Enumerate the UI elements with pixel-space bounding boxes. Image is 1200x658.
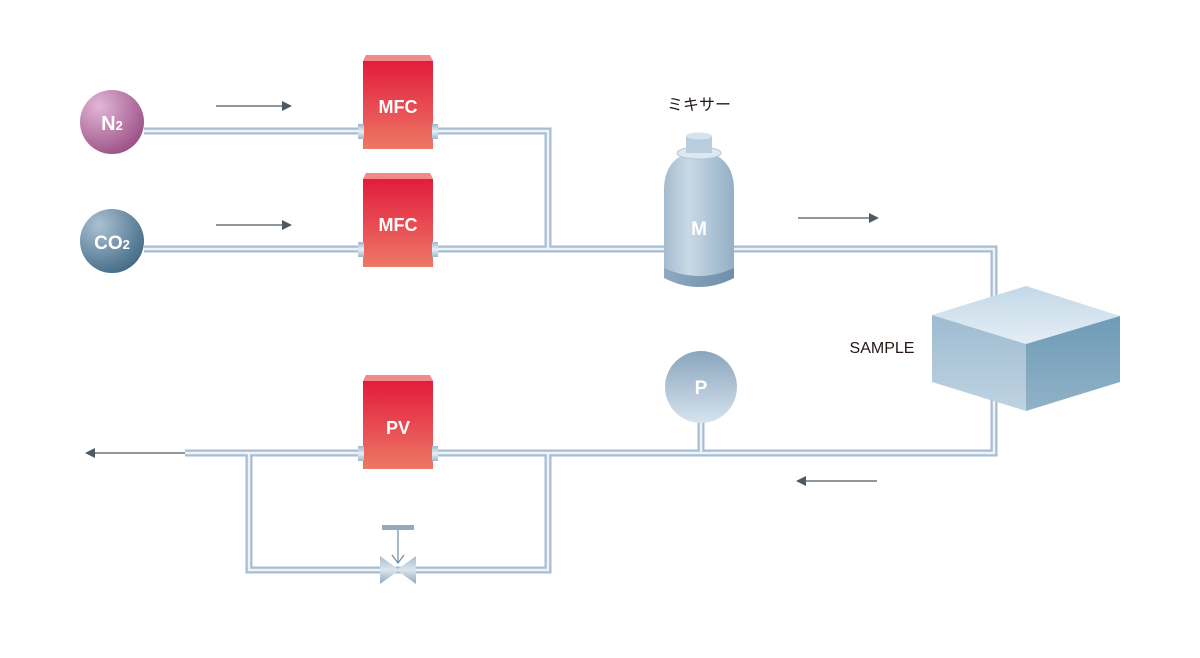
bypass-valve[interactable] — [380, 525, 416, 584]
mfc-1-label: MFC — [379, 97, 418, 117]
flange-icon — [432, 446, 438, 461]
mfc-1: MFC — [358, 55, 438, 149]
mfc-2: MFC — [358, 173, 438, 267]
n2-subscript: 2 — [116, 118, 123, 133]
flow-arrows — [85, 101, 879, 486]
mixer: ミキサー M — [664, 95, 734, 287]
pipe-mfc1-to-junction — [432, 127, 552, 249]
pressure-gauge: P — [665, 351, 737, 423]
svg-text:CO2: CO2 — [94, 233, 130, 254]
co2-subscript: 2 — [123, 237, 130, 252]
sample-chamber: SAMPLE — [850, 286, 1120, 411]
mixer-bottle-icon — [664, 150, 734, 276]
flange-icon — [432, 124, 438, 139]
n2-label: N — [101, 113, 115, 135]
pressure-gauge-icon — [665, 351, 737, 423]
source-n2: N2 — [80, 90, 144, 154]
flange-icon — [358, 446, 364, 461]
sample-label: SAMPLE — [850, 340, 915, 357]
valve-handle-icon — [382, 525, 414, 530]
pressure-gauge-label: P — [695, 378, 708, 399]
sample-cube-right — [1026, 316, 1120, 411]
pipes — [144, 127, 998, 574]
sample-cube-left — [932, 315, 1026, 411]
mixer-caption: ミキサー — [667, 95, 731, 114]
flange-icon — [358, 242, 364, 257]
mfc-2-label: MFC — [379, 215, 418, 235]
mixer-label: M — [691, 219, 707, 240]
svg-text:N2: N2 — [101, 113, 123, 135]
source-co2: CO2 — [80, 209, 144, 273]
co2-label: CO — [94, 233, 123, 254]
pressure-valve: PV — [358, 375, 438, 469]
co2-cylinder-icon — [80, 209, 144, 273]
pv-label: PV — [386, 418, 410, 438]
valve-body-icon — [380, 556, 416, 584]
n2-cylinder-icon — [80, 90, 144, 154]
flange-icon — [358, 124, 364, 139]
flange-icon — [432, 242, 438, 257]
